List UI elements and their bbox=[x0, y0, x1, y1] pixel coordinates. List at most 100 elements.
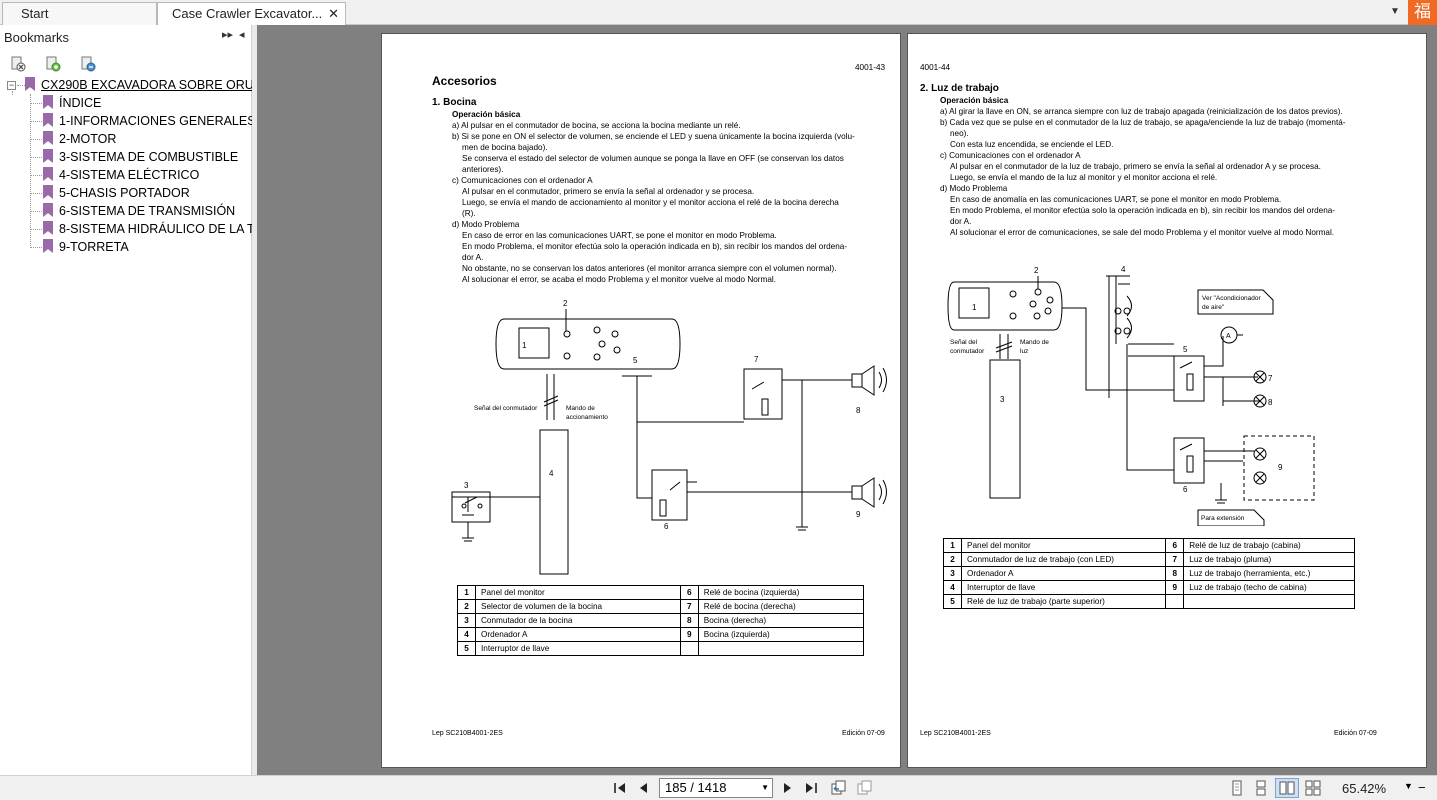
diagram-label: accionamiento bbox=[566, 414, 608, 421]
panel-options-icon[interactable]: ▸▸ bbox=[222, 29, 234, 41]
bookmark-item[interactable]: ÍNDICE bbox=[43, 94, 101, 112]
section-heading: 1. Bocina bbox=[432, 97, 477, 108]
diagram-label: 5 bbox=[1183, 345, 1188, 354]
bookmark-item[interactable]: 8-SISTEMA HIDRÁULICO DE LA TO bbox=[43, 220, 252, 238]
bookmark-item[interactable]: 1-INFORMACIONES GENERALES bbox=[43, 112, 252, 130]
text-line: neo). bbox=[950, 129, 969, 138]
legend-cell: Panel del monitor bbox=[960, 538, 1167, 553]
previous-page-icon[interactable] bbox=[636, 780, 652, 796]
diagram-label: A bbox=[1226, 333, 1231, 340]
text-line: Al pulsar en el conmutador de la luz de … bbox=[950, 162, 1321, 171]
legend-cell: Relé de luz de trabajo (cabina) bbox=[1183, 538, 1355, 553]
bookmark-item[interactable]: 4-SISTEMA ELÉCTRICO bbox=[43, 166, 199, 184]
diagram-label: Señal del bbox=[950, 339, 978, 346]
tab-start[interactable]: Start bbox=[2, 2, 157, 25]
panel-splitter[interactable] bbox=[252, 25, 257, 775]
diagram-label: Mando de bbox=[566, 405, 595, 412]
bookmark-label: ÍNDICE bbox=[59, 96, 102, 110]
page-footer-left: Lep SC210B4001-2ES bbox=[920, 730, 991, 737]
page-number-field[interactable]: 185 / 1418 ▼ bbox=[659, 778, 773, 798]
bookmark-item[interactable]: 5-CHASIS PORTADOR bbox=[43, 184, 190, 202]
bookmark-root[interactable]: CX290B EXCAVADORA SOBRE ORUGA bbox=[25, 76, 252, 94]
bookmark-item[interactable]: 3-SISTEMA DE COMBUSTIBLE bbox=[43, 148, 238, 166]
single-page-view-icon[interactable] bbox=[1229, 780, 1245, 796]
bookmark-item[interactable]: 6-SISTEMA DE TRANSMISIÓN bbox=[43, 202, 235, 220]
diagram-label: 6 bbox=[1183, 485, 1188, 494]
legend-cell: 2 bbox=[943, 552, 962, 567]
text-line: En caso de anomalía en las comunicacione… bbox=[950, 195, 1282, 204]
bookmark-label: 3-SISTEMA DE COMBUSTIBLE bbox=[59, 150, 239, 164]
app-logo: 福 bbox=[1408, 0, 1437, 25]
text-line: Luego, se envía el mando de accionamient… bbox=[462, 198, 839, 207]
legend-cell: Bocina (derecha) bbox=[697, 613, 865, 628]
text-line: Al pulsar en el conmutador, primero se e… bbox=[462, 187, 755, 196]
next-page-icon[interactable] bbox=[779, 780, 795, 796]
diagram-label: 1 bbox=[522, 341, 527, 350]
bookmarks-title: Bookmarks bbox=[4, 30, 70, 45]
next-view-icon[interactable] bbox=[856, 780, 872, 796]
diagram-label: 1 bbox=[972, 303, 977, 312]
facing-view-button[interactable] bbox=[1275, 778, 1299, 798]
status-bar: 185 / 1418 ▼ 65.42% ▼ − bbox=[0, 775, 1437, 800]
delete-bookmark-icon[interactable] bbox=[10, 56, 26, 72]
chevron-down-icon[interactable]: ▼ bbox=[761, 783, 769, 792]
diagram-label: 3 bbox=[1000, 395, 1005, 404]
legend-cell: 1 bbox=[457, 585, 476, 600]
text-line: anteriores). bbox=[462, 165, 504, 174]
bookmark-tree: − CX290B EXCAVADORA SOBRE ORUGA ÍNDICE 1… bbox=[0, 75, 252, 715]
collapse-node-icon[interactable]: − bbox=[7, 80, 16, 90]
bookmark-icon bbox=[43, 131, 53, 145]
legend-cell: Luz de trabajo (techo de cabina) bbox=[1183, 580, 1355, 595]
diagram-label: 3 bbox=[464, 481, 469, 490]
text-line: No obstante, no se conservan los datos a… bbox=[462, 264, 837, 273]
add-bookmark-icon[interactable] bbox=[45, 56, 61, 72]
legend-cell: Interruptor de llave bbox=[475, 641, 681, 656]
diagram-label: 7 bbox=[1268, 374, 1273, 383]
bookmark-item[interactable]: 9-TORRETA bbox=[43, 238, 129, 256]
first-page-icon[interactable] bbox=[612, 780, 628, 796]
diagram-label: 4 bbox=[1121, 265, 1126, 274]
legend-cell: 3 bbox=[457, 613, 476, 628]
bookmark-icon bbox=[43, 203, 53, 217]
zoom-out-icon[interactable]: − bbox=[1418, 780, 1426, 795]
diagram-label: 4 bbox=[549, 469, 554, 478]
facing-view-icon bbox=[1279, 781, 1295, 795]
tab-document[interactable]: Case Crawler Excavator... ✕ bbox=[157, 2, 346, 25]
page-left: 4001-43 Accesorios 1. Bocina Operación b… bbox=[381, 33, 901, 768]
continuous-facing-view-icon[interactable] bbox=[1305, 780, 1321, 796]
expand-bookmark-icon[interactable] bbox=[80, 56, 96, 72]
last-page-icon[interactable] bbox=[803, 780, 819, 796]
page-footer-right: Edición 07-09 bbox=[842, 730, 885, 737]
text-line: Al solucionar el error, se acaba el modo… bbox=[462, 275, 776, 284]
bookmark-icon bbox=[43, 167, 53, 181]
collapse-panel-icon[interactable]: ◂ bbox=[239, 29, 245, 41]
bookmark-item[interactable]: 2-MOTOR bbox=[43, 130, 116, 148]
text-line: Luego, se envía el mando de la luz al mo… bbox=[950, 173, 1218, 182]
text-line: b) Si se pone en ON el selector de volum… bbox=[452, 132, 855, 141]
legend-cell: 4 bbox=[457, 627, 476, 642]
previous-view-icon[interactable] bbox=[830, 780, 846, 796]
diagram-label: 8 bbox=[856, 406, 861, 415]
legend-cell: 9 bbox=[1165, 580, 1185, 595]
diagram-label: 9 bbox=[1278, 463, 1283, 472]
section-heading: 2. Luz de trabajo bbox=[920, 83, 999, 94]
work-light-wiring-diagram: 1 2 3 4 5 6 7 8 9 A Señal del conmutador… bbox=[947, 265, 1315, 526]
diagram-label: 9 bbox=[856, 510, 861, 519]
zoom-dropdown-icon[interactable]: ▼ bbox=[1404, 781, 1413, 791]
text-line: a) Al girar la llave en ON, se arranca s… bbox=[940, 107, 1343, 116]
close-tab-icon[interactable]: ✕ bbox=[328, 6, 339, 21]
zoom-level[interactable]: 65.42% bbox=[1342, 781, 1387, 796]
tab-list-dropdown-icon[interactable]: ▼ bbox=[1390, 6, 1400, 17]
continuous-view-icon[interactable] bbox=[1253, 780, 1269, 796]
diagram-label: 7 bbox=[754, 355, 759, 364]
tab-start-label: Start bbox=[21, 6, 49, 21]
bookmark-label: 4-SISTEMA ELÉCTRICO bbox=[59, 168, 200, 182]
document-viewer: 4001-43 Accesorios 1. Bocina Operación b… bbox=[257, 25, 1437, 775]
